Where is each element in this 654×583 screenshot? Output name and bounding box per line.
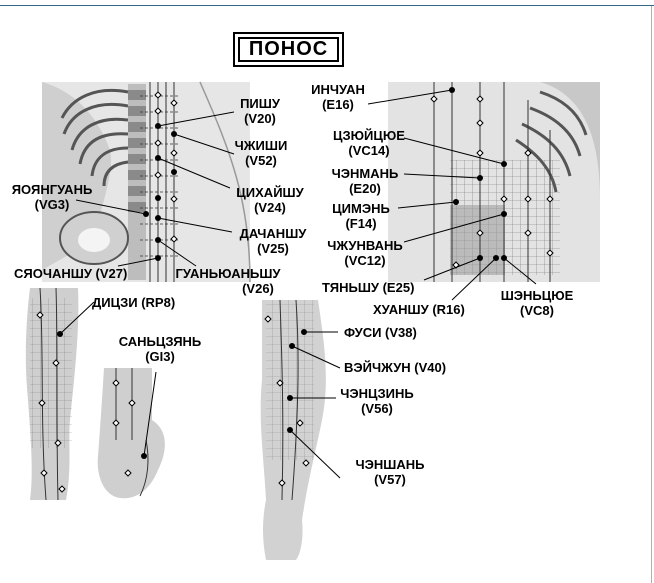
label-weizhun: ВЭЙЧЖУН (V40)	[344, 360, 447, 375]
back-hollow-points	[154, 91, 178, 243]
point-name: ЧЖУНВАНЬ	[327, 238, 403, 253]
point-code: (VC14)	[348, 143, 390, 158]
point-name: ИНЧУАН	[311, 82, 365, 97]
point-name: ЦИХАЙШУ	[236, 185, 304, 200]
spine	[128, 84, 146, 280]
point-name: ШЭНЬЦЮЕ	[500, 288, 574, 303]
label-huanshu: ХУАНШУ (R16)	[373, 302, 465, 317]
label-yaoyanguan: ЯОЯНГУАНЬ (VG3)	[4, 182, 100, 212]
point-name: ЦЗЮЙЦЮЕ	[333, 128, 405, 143]
label-fusi: ФУСИ (V38)	[344, 325, 417, 340]
label-chenshan: ЧЭНШАНЬ (V57)	[350, 457, 430, 487]
abdomen-figure	[388, 82, 600, 282]
label-chenjin: ЧЭНЦЗИНЬ (V56)	[338, 386, 416, 416]
shin-figure	[25, 287, 79, 501]
point-name: ДАЧАНШУ	[239, 226, 307, 241]
point-name: САНЬЦЗЯНЬ	[118, 334, 202, 349]
point-code: (V57)	[374, 472, 406, 487]
label-dachanshu: ДАЧАНШУ (V25)	[228, 226, 318, 256]
point-code: (V25)	[257, 241, 289, 256]
diagram-title: ПОНОС	[248, 38, 329, 60]
point-code: (V26)	[242, 281, 274, 296]
label-dijci: ДИЦЗИ (RP8)	[92, 295, 176, 310]
label-pishu: ПИШУ (V20)	[230, 96, 290, 126]
label-tyanshu: ТЯНЬШУ (E25)	[322, 280, 415, 295]
label-cihaishu: ЦИХАЙШУ (V24)	[222, 185, 318, 215]
hand-figure	[97, 368, 165, 499]
point-code: (V52)	[245, 153, 277, 168]
point-name: ЧЭНШАНЬ	[355, 457, 425, 472]
label-chzhunvan: ЧЖУНВАНЬ (VC12)	[320, 238, 410, 268]
label-shenque: ШЭНЬЦЮЕ (VC8)	[494, 288, 580, 318]
calf-figure	[260, 299, 326, 560]
point-code: (VC8)	[520, 303, 554, 318]
label-inchuan: ИНЧУАН (E16)	[304, 82, 372, 112]
abdomen-hollow-points	[430, 95, 554, 269]
back-figure	[42, 81, 251, 283]
point-code: (VC12)	[344, 253, 386, 268]
leader-lines	[59, 89, 537, 479]
top-rule	[0, 5, 654, 6]
point-name: ЯОЯНГУАНЬ	[11, 182, 93, 197]
point-name: ЧЭНЦЗИНЬ	[340, 386, 414, 401]
point-code: (VG3)	[34, 197, 70, 212]
point-code: (V24)	[254, 200, 286, 215]
label-chenman: ЧЭНМАНЬ (E20)	[324, 166, 406, 196]
point-code: (GI3)	[145, 349, 175, 364]
back-meridian-lines	[149, 82, 175, 282]
point-name: ЦИМЭНЬ	[332, 201, 390, 216]
label-sanjian: САНЬЦЗЯНЬ (GI3)	[114, 334, 206, 364]
point-code: (V20)	[244, 111, 276, 126]
label-chzhishi: ЧЖИШИ (V52)	[226, 138, 296, 168]
point-code: (E20)	[349, 181, 381, 196]
title-frame: ПОНОС	[233, 32, 344, 67]
point-code: (E16)	[322, 97, 354, 112]
point-name: ЧЖИШИ	[234, 138, 288, 153]
right-rule	[651, 6, 652, 583]
label-guanyuanshu: ГУАНЬЮАНЬШУ (V26)	[160, 266, 296, 296]
label-cimen: ЦИМЭНЬ (F14)	[326, 201, 396, 231]
point-code: (V56)	[361, 401, 393, 416]
point-name: ПИШУ	[240, 96, 280, 111]
point-name: ГУАНЬЮАНЬШУ	[175, 266, 281, 281]
label-czjuicjue: ЦЗЮЙЦЮЕ (VC14)	[330, 128, 408, 158]
point-code: (F14)	[345, 216, 377, 231]
point-name: ЧЭНМАНЬ	[331, 166, 399, 181]
ribs	[60, 88, 129, 187]
title-inner-frame: ПОНОС	[238, 37, 339, 62]
label-syaochanshu: СЯОЧАНШУ (V27)	[14, 266, 128, 281]
